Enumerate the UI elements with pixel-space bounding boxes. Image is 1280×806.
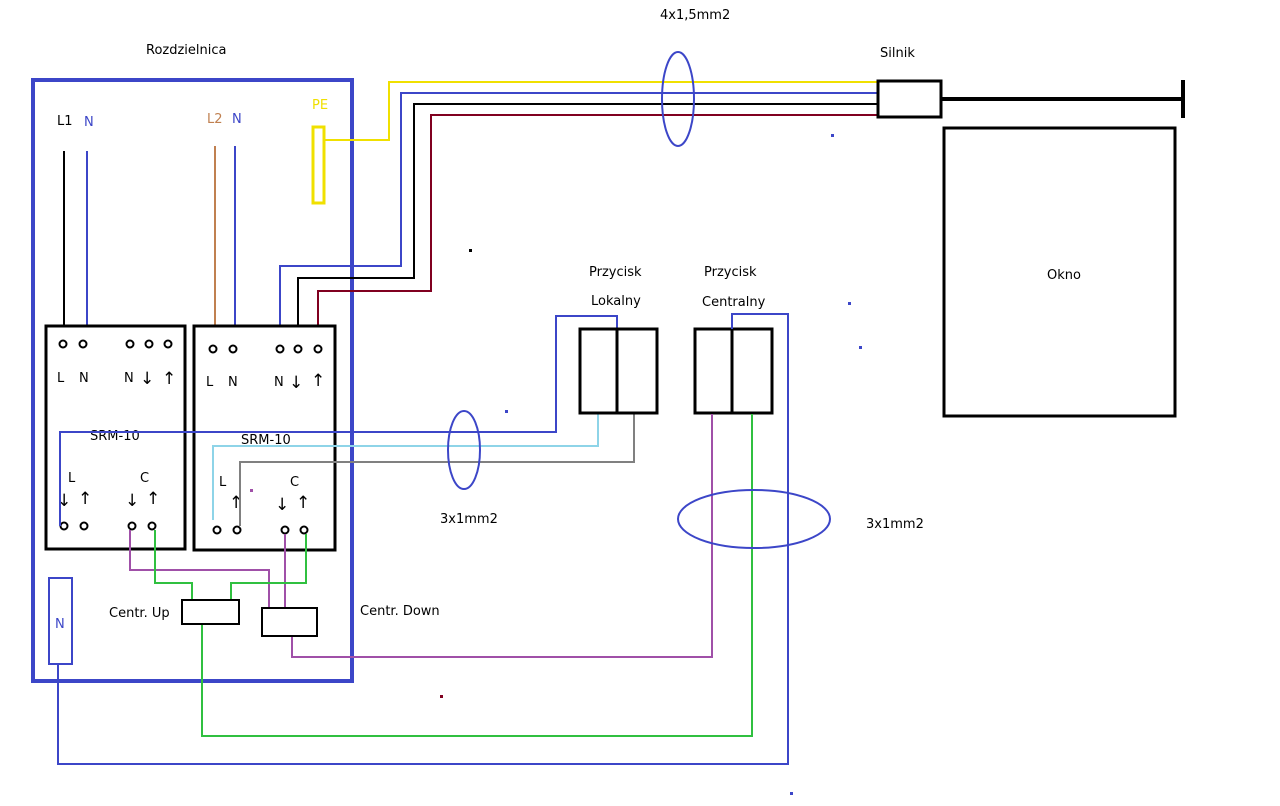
wire-m1-c-purple bbox=[129, 530, 270, 608]
srm-2-label: SRM-10 bbox=[241, 433, 291, 448]
label-n2: N bbox=[232, 112, 242, 127]
m1-top-n: N bbox=[79, 371, 89, 386]
m2-top-n2: N bbox=[274, 375, 284, 390]
window-label: Okno bbox=[1047, 268, 1081, 283]
wire-n-bus bbox=[57, 313, 789, 765]
centr-down-block bbox=[261, 607, 318, 637]
wire-n-motor bbox=[279, 92, 878, 326]
cable-main-label: 4x1,5mm2 bbox=[660, 8, 730, 23]
m2-bot-c: C bbox=[290, 475, 299, 490]
panel-title: Rozdzielnica bbox=[146, 43, 227, 58]
motor-box bbox=[876, 79, 943, 119]
wire-up-motor bbox=[317, 114, 878, 326]
m1-top-n2: N bbox=[124, 371, 134, 386]
module-2-top-terminals bbox=[208, 344, 323, 354]
m1-bot-l: L bbox=[68, 471, 76, 486]
label-n1: N bbox=[84, 115, 94, 130]
wire-local-gray bbox=[239, 414, 635, 526]
wire-local-blue bbox=[59, 315, 618, 526]
m2-bot-l: L bbox=[219, 475, 227, 490]
m2-bot-up-c: ↑ bbox=[296, 493, 310, 513]
m1-top-down: ↓ bbox=[140, 369, 154, 389]
label-l2: L2 bbox=[207, 112, 223, 127]
m1-bot-c: C bbox=[140, 471, 149, 486]
label-pe: PE bbox=[312, 98, 328, 113]
cable-local-label: 3x1mm2 bbox=[440, 512, 498, 527]
central-button-label-2: Centralny bbox=[702, 295, 766, 310]
module-2-bottom-terminals bbox=[212, 525, 309, 535]
m2-top-n: N bbox=[228, 375, 238, 390]
cable-marker-central bbox=[677, 489, 831, 549]
module-1-bottom-terminals bbox=[59, 521, 157, 531]
window-box bbox=[942, 126, 1177, 418]
wire-down-motor bbox=[297, 103, 878, 326]
centr-up-label: Centr. Up bbox=[109, 606, 170, 621]
wire-m1-c-green bbox=[154, 530, 193, 600]
wire-pe-motor bbox=[324, 81, 878, 141]
motor-label: Silnik bbox=[880, 46, 915, 61]
centr-up-block bbox=[181, 599, 240, 625]
m2-bot-up-l: ↑ bbox=[229, 493, 243, 513]
m2-top-down: ↓ bbox=[289, 373, 303, 393]
m1-top-l: L bbox=[57, 371, 65, 386]
wire-central-purple bbox=[291, 414, 713, 658]
wire-m2-c-green bbox=[230, 534, 307, 600]
local-button-label-2: Lokalny bbox=[591, 294, 641, 309]
pe-bar bbox=[311, 125, 326, 205]
cable-central-label: 3x1mm2 bbox=[866, 517, 924, 532]
module-1-top-terminals bbox=[58, 339, 173, 349]
m2-bot-down-c: ↓ bbox=[275, 495, 289, 515]
stray-marks bbox=[250, 134, 862, 795]
m1-bot-down-c: ↓ bbox=[125, 491, 139, 511]
distribution-board bbox=[31, 78, 354, 683]
n-bar bbox=[48, 577, 73, 665]
label-l1: L1 bbox=[57, 114, 73, 129]
m2-top-up: ↑ bbox=[311, 371, 325, 391]
centr-down-label: Centr. Down bbox=[360, 604, 440, 619]
module-srm-1 bbox=[44, 324, 187, 551]
wire-central-green bbox=[201, 414, 753, 737]
module-srm-2 bbox=[192, 324, 337, 552]
local-button-label-1: Przycisk bbox=[589, 265, 642, 280]
n-bar-label: N bbox=[55, 617, 65, 632]
central-button-label-1: Przycisk bbox=[704, 265, 757, 280]
cable-marker-local bbox=[447, 410, 481, 490]
m1-bot-up-c: ↑ bbox=[146, 489, 160, 509]
m2-top-l: L bbox=[206, 375, 214, 390]
wire-local-lightblue bbox=[212, 414, 599, 520]
m1-bot-up-l: ↑ bbox=[78, 489, 92, 509]
m1-top-up: ↑ bbox=[162, 369, 176, 389]
cable-marker-main bbox=[661, 51, 695, 147]
